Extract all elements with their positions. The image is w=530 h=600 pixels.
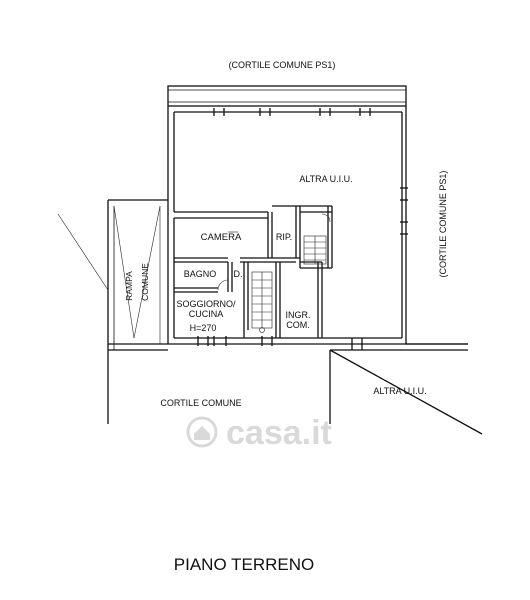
right-courtyard-label: (CORTILE COMUNE PS1)	[438, 171, 448, 278]
unit-walls	[173, 205, 333, 338]
room-ingresso-label-line1: INGR.	[285, 310, 310, 320]
room-soggiorno-label-line2: CUCINA	[189, 309, 224, 319]
ramp-label-line1: RAMPA	[124, 271, 134, 301]
room-height-label: H=270	[190, 323, 217, 333]
stair-upper	[303, 235, 327, 265]
room-soggiorno-label-line1: SOGGIORNO/	[176, 299, 236, 309]
top-courtyard-label: (CORTILE COMUNE PS1)	[229, 60, 336, 70]
room-bagno-label: BAGNO	[184, 269, 217, 279]
courtyard-label: CORTILE COMUNE	[160, 398, 241, 408]
stair-lower	[251, 271, 273, 333]
room-rip-label: RIP.	[276, 232, 292, 242]
ramp-label-line2: COMUNE	[140, 263, 150, 301]
watermark-text: casa.it	[226, 414, 332, 452]
other-unit-right-label: ALTRA U.I.U.	[373, 386, 426, 396]
room-camera-label: CAMERA	[201, 232, 242, 243]
room-disimpegno-label: D.	[234, 269, 243, 279]
floor-title: PIANO TERRENO	[174, 555, 314, 574]
outer-walls	[167, 85, 468, 351]
other-unit-top-label: ALTRA U.I.U.	[299, 174, 352, 184]
watermark-logo: casa.it	[186, 414, 332, 452]
ramp	[57, 199, 168, 424]
courtyard-bounds	[329, 349, 483, 435]
room-ingresso-label-line2: COM.	[286, 320, 310, 330]
